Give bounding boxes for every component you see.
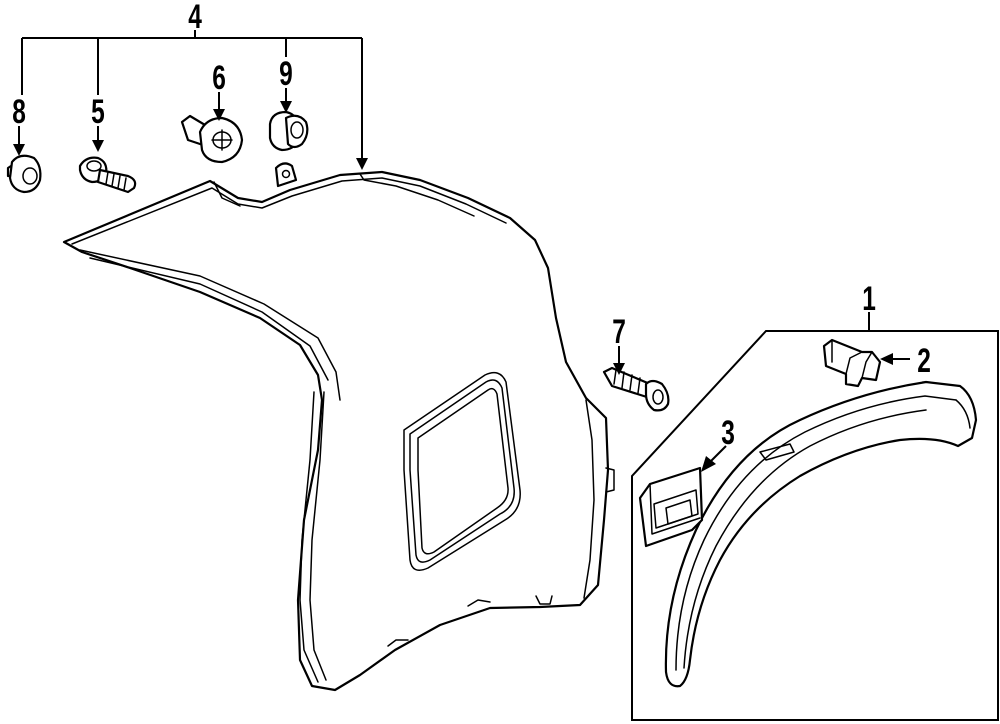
part-1-group-box xyxy=(631,312,999,721)
callout-number-1: 1 xyxy=(862,280,876,318)
part-1-wheel-molding xyxy=(664,380,978,688)
callout-number-5: 5 xyxy=(91,93,105,131)
callout-7-leader xyxy=(613,346,625,375)
callout-4-bracket xyxy=(21,30,368,170)
callout-3-leader xyxy=(701,445,727,472)
part-6-push-clip xyxy=(180,114,244,164)
part-7-bolt xyxy=(602,366,670,412)
callout-number-8: 8 xyxy=(12,93,26,131)
callout-number-2: 2 xyxy=(917,342,931,380)
part-5-screw xyxy=(78,156,137,194)
callout-number-9: 9 xyxy=(279,55,293,93)
callout-8-leader xyxy=(13,126,25,156)
callout-2-leader xyxy=(880,353,910,365)
callout-number-6: 6 xyxy=(212,59,226,97)
callout-5-leader xyxy=(92,126,104,152)
part-8-nut xyxy=(6,154,42,194)
callout-number-3: 3 xyxy=(721,414,735,452)
part-2-clip xyxy=(822,338,882,388)
part-9-clip-nut xyxy=(268,110,309,152)
callout-6-leader xyxy=(213,92,225,121)
quarter-panel xyxy=(62,162,615,692)
callout-number-7: 7 xyxy=(612,313,626,351)
callout-9-leader xyxy=(280,88,292,113)
part-3-pad xyxy=(638,466,704,548)
callout-number-4: 4 xyxy=(188,0,202,36)
